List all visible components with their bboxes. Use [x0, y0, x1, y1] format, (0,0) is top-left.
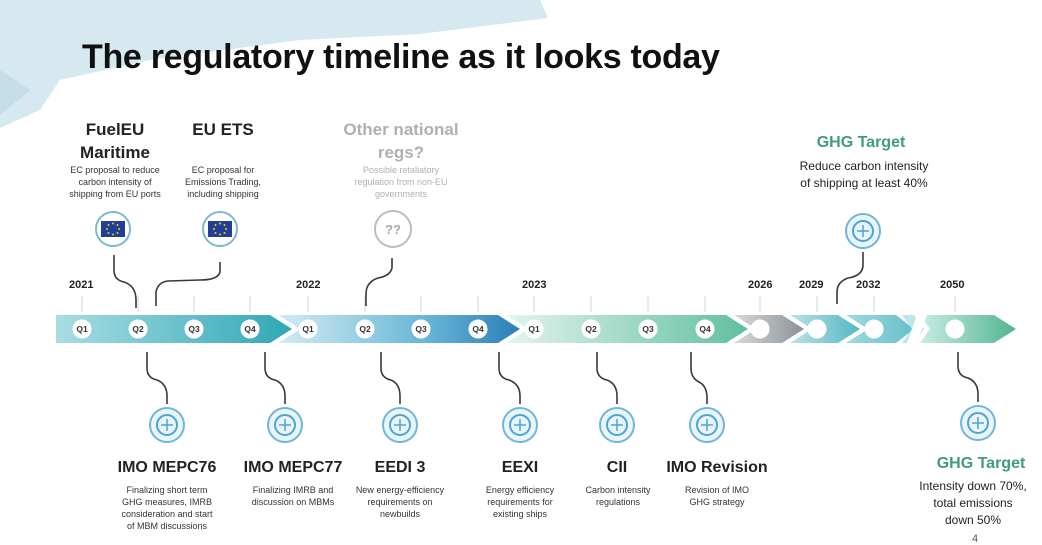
page-title: The regulatory timeline as it looks toda… [82, 38, 720, 76]
imo-emblem-icon [149, 407, 185, 443]
question-marks-icon: ?? [374, 210, 412, 248]
imo-mepc76-title: IMO MEPC76 [117, 459, 217, 476]
quarter-label: Q3 [415, 324, 427, 334]
imo-revision-desc: Revision of IMO GHG strategy [684, 485, 750, 507]
imo-emblem-icon [267, 407, 303, 443]
ghg-target-bottom-title: GHG Target [936, 455, 1026, 472]
quarter-label: Q2 [132, 324, 144, 334]
imo-mepc76-desc: Finalizing short term GHG measures, IMRB… [121, 485, 213, 531]
cii-desc: Carbon intensity regulations [585, 485, 651, 507]
ghg-target-bottom-desc: Intensity down 70%, total emissions down… [919, 479, 1027, 527]
imo-mepc77-desc: Finalizing IMRB and discussion on MBMs [251, 485, 335, 507]
quarter-label: Q1 [76, 324, 88, 334]
year-label: 2032 [856, 279, 881, 291]
imo-emblem-icon [960, 405, 996, 441]
title-brush-decoration [0, 0, 548, 128]
imo-emblem-icon [689, 407, 725, 443]
year-label: 2021 [69, 279, 94, 291]
other-national-regs-desc: Possible retaliatory regulation from non… [354, 165, 448, 199]
quarter-label: Q3 [188, 324, 200, 334]
other-national-regs-title: Other national regs? [343, 120, 459, 162]
imo-revision-title: IMO Revision [666, 459, 768, 476]
ghg-target-top-desc: Reduce carbon intensity of shipping at l… [799, 159, 929, 190]
fueleu-maritime-desc: EC proposal to reduce carbon intensity o… [69, 165, 161, 199]
quarter-label: Q2 [359, 324, 371, 334]
imo-emblem-icon [845, 213, 881, 249]
quarter-label: Q4 [699, 324, 711, 334]
page-number: 4 [972, 533, 979, 545]
quarter-label: Q4 [472, 324, 484, 334]
quarter-label: Q2 [585, 324, 597, 334]
quarter-label: Q1 [528, 324, 540, 334]
year-label: 2029 [799, 279, 824, 291]
quarter-label: Q3 [642, 324, 654, 334]
year-label: 2050 [940, 279, 965, 291]
quarter-label: Q1 [302, 324, 314, 334]
eu-flag-icon [95, 211, 131, 247]
eu-ets-desc: EC proposal for Emissions Trading, inclu… [184, 165, 262, 199]
eu-flag-icon [202, 211, 238, 247]
quarter-label: Q4 [244, 324, 256, 334]
imo-emblem-icon [382, 407, 418, 443]
cii-title: CII [606, 459, 628, 476]
year-label: 2026 [748, 279, 773, 291]
fueleu-maritime-title: FuelEU Maritime [80, 120, 150, 162]
ghg-target-top-title: GHG Target [816, 134, 906, 151]
eedi3-desc: New energy-efficiency requirements on ne… [355, 485, 445, 519]
eedi3-title: EEDI 3 [374, 459, 426, 476]
imo-emblem-icon [599, 407, 635, 443]
year-label: 2023 [522, 279, 547, 291]
imo-mepc77-title: IMO MEPC77 [243, 459, 343, 476]
eexi-desc: Energy efficiency requirements for exist… [485, 485, 555, 519]
eu-ets-title: EU ETS [192, 120, 254, 139]
eexi-title: EEXI [501, 459, 539, 476]
imo-emblem-icon [502, 407, 538, 443]
year-label: 2022 [296, 279, 321, 291]
